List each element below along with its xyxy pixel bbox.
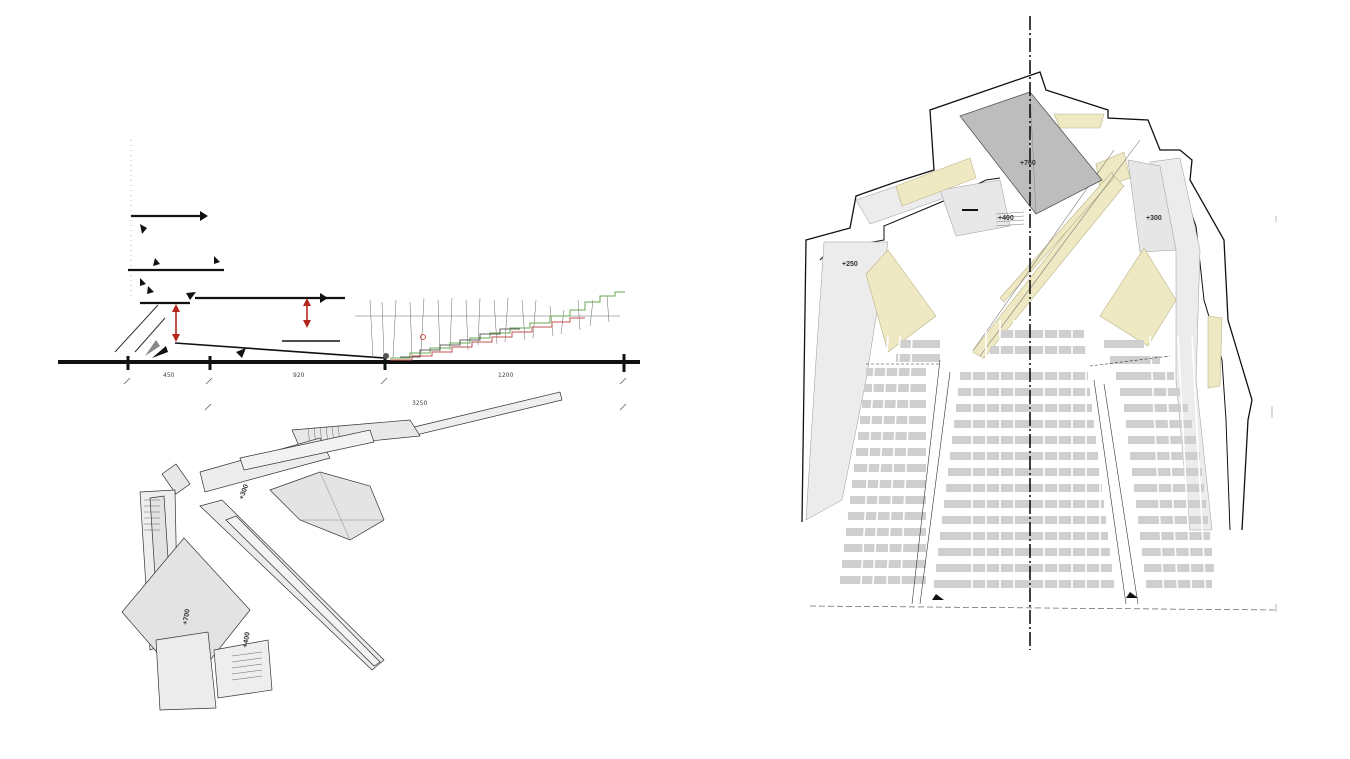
spectator-marker xyxy=(383,353,389,359)
walkway xyxy=(805,241,889,521)
level-label: +300 xyxy=(238,483,250,500)
outer-contour xyxy=(801,71,1253,531)
ramp xyxy=(1207,315,1223,389)
diagonal-line xyxy=(979,139,1141,357)
level-label: +400 xyxy=(998,215,1014,222)
level-label: +250 xyxy=(842,261,858,268)
arrow-head xyxy=(200,211,208,221)
seating-steps-red xyxy=(390,317,585,361)
arrow-head xyxy=(1126,592,1138,598)
plan-left xyxy=(121,391,563,711)
base-block xyxy=(213,639,273,699)
walkway xyxy=(1127,159,1177,253)
level-markers xyxy=(140,224,246,358)
base-block xyxy=(155,631,217,711)
arrow-head xyxy=(320,293,328,303)
diagonal-span xyxy=(225,515,381,667)
dimension-ticks xyxy=(123,377,627,411)
floor-slabs xyxy=(128,214,345,342)
ramp xyxy=(1053,113,1105,129)
ramp xyxy=(1099,247,1177,347)
aisles xyxy=(866,355,1171,605)
dimension-label: 1200 xyxy=(498,372,513,379)
level-label: +300 xyxy=(1146,215,1162,222)
pavilion xyxy=(269,471,385,541)
level-label: +760 xyxy=(1020,160,1036,167)
arrow-head xyxy=(303,298,311,306)
seating-block-center xyxy=(934,330,1114,588)
spectator-marker xyxy=(420,334,426,340)
side-block xyxy=(161,463,191,495)
seating-steps-dark xyxy=(400,328,520,358)
stair-hatch xyxy=(144,499,160,531)
sight-arrows xyxy=(114,304,166,353)
dimension-line xyxy=(809,605,1277,611)
height-arrow xyxy=(175,302,308,338)
diagonal-bar xyxy=(239,429,375,471)
stair-hatch xyxy=(995,211,1025,227)
dimension-label: 450 xyxy=(163,372,175,379)
arrow-head xyxy=(172,334,180,342)
stair-hatch xyxy=(231,651,263,681)
seat-dividers xyxy=(859,320,1207,601)
section-drawing: 450 920 1200 3250 xyxy=(58,140,640,411)
ramp xyxy=(865,249,937,353)
arrow-head xyxy=(145,340,160,356)
arrow-head xyxy=(152,346,168,358)
level-label: +400 xyxy=(242,631,252,648)
ramps xyxy=(865,113,1223,389)
edge-ticks xyxy=(1271,216,1277,612)
seating-block-right xyxy=(1104,340,1214,588)
arrow-head xyxy=(932,594,944,600)
walkway xyxy=(1149,157,1213,531)
ramp-line xyxy=(174,342,386,359)
level-label: +700 xyxy=(182,608,192,625)
dimension-label: 920 xyxy=(293,372,305,379)
arrow-head xyxy=(303,320,311,328)
stage xyxy=(959,91,1103,215)
sightline-hatch xyxy=(369,295,610,359)
seating-steps-green xyxy=(390,291,625,359)
ramp xyxy=(895,157,977,207)
walkway xyxy=(939,179,1011,237)
pier-beam xyxy=(409,391,563,437)
plan-right xyxy=(801,16,1277,650)
dimension-label: 3250 xyxy=(412,400,427,407)
diagonal-ramp xyxy=(999,171,1115,303)
arrow-head xyxy=(172,304,180,312)
seating-block-left xyxy=(840,340,940,584)
